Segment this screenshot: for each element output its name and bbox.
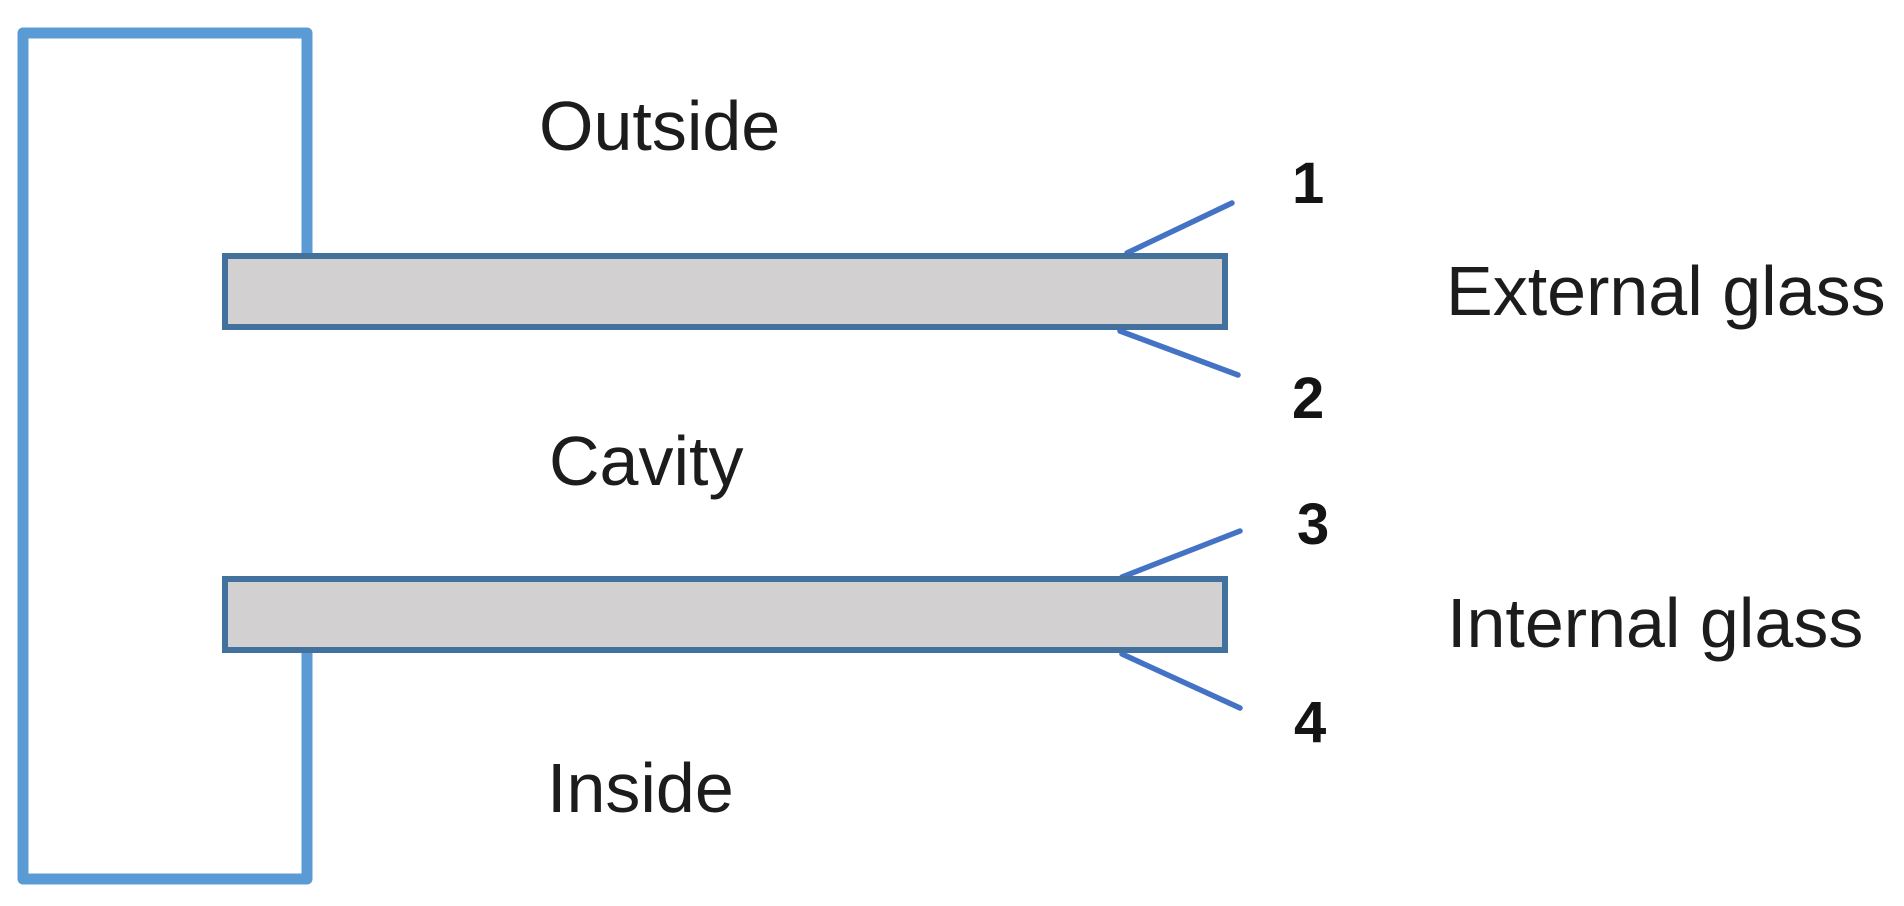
leader-line-surface-4 — [1119, 651, 1243, 711]
leader-line-surface-1 — [1124, 200, 1235, 256]
cavity-label: Cavity — [549, 422, 744, 500]
internal-glass-pane — [222, 576, 1228, 653]
internal-glass-label: Internal glass — [1447, 584, 1864, 662]
external-glass-label: External glass — [1446, 252, 1886, 330]
surface-number-1: 1 — [1292, 151, 1325, 216]
external-glass-pane — [222, 253, 1228, 330]
surface-number-2: 2 — [1292, 366, 1325, 431]
leader-line-surface-2 — [1117, 328, 1241, 378]
surface-number-3: 3 — [1297, 492, 1330, 557]
surface-number-4: 4 — [1294, 690, 1327, 755]
inside-label: Inside — [547, 749, 734, 827]
window-frame-line — [17, 27, 313, 885]
outside-label: Outside — [539, 87, 781, 165]
leader-line-surface-3 — [1119, 528, 1243, 580]
